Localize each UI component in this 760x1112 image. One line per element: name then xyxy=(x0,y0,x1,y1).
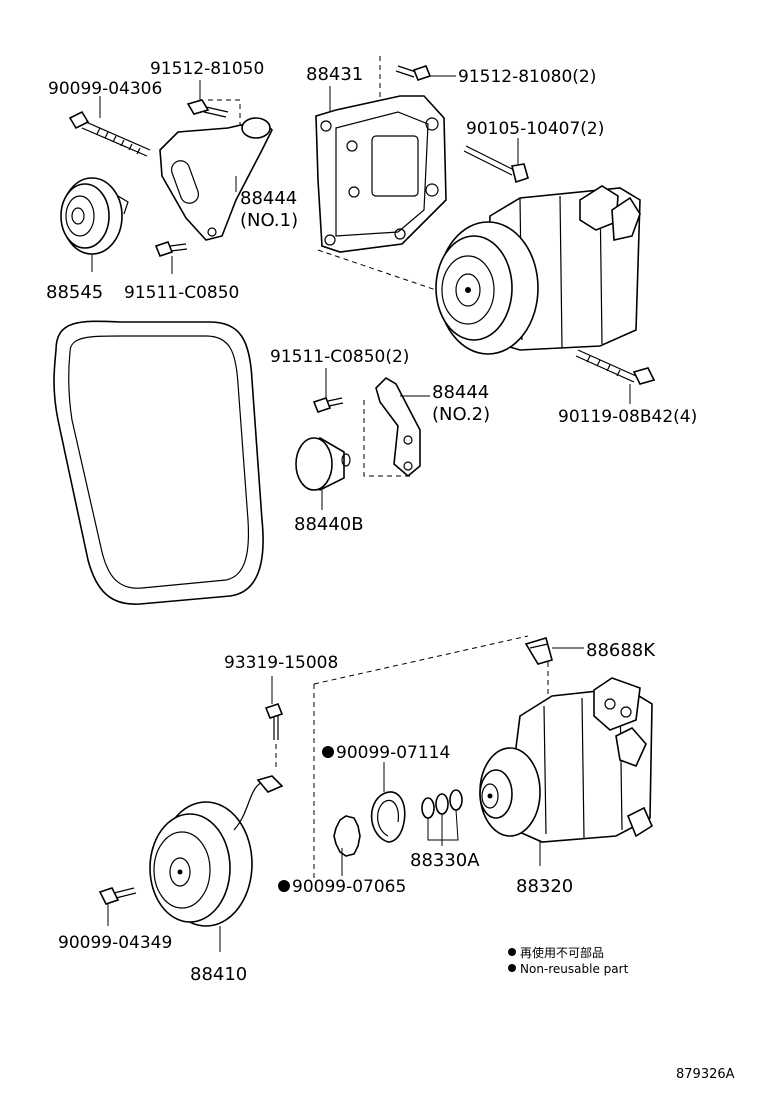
label-88444-no2-variant: (NO.2) xyxy=(432,404,490,425)
compressor-assembly-upper xyxy=(435,185,641,355)
bolt-91512-81080 xyxy=(395,65,432,81)
label-88688k: 88688K xyxy=(586,640,656,661)
bolt-91511-c0850 xyxy=(154,241,188,257)
non-reusable-mark-90099-07065 xyxy=(278,880,290,892)
bolt-90099-04349 xyxy=(98,887,137,905)
label-90105-10407: 90105-10407(2) xyxy=(466,119,604,139)
label-90119-08b42: 90119-08B42(4) xyxy=(558,407,697,427)
label-88320: 88320 xyxy=(516,876,573,897)
idler-pulley-88545 xyxy=(60,177,129,255)
stud-bolt-90119-08b42 xyxy=(575,349,656,385)
label-90099-07114: 90099-07114 xyxy=(336,743,450,763)
long-bolt-90099-04306 xyxy=(68,110,151,157)
legend-text-en: Non-reusable part xyxy=(520,962,629,976)
magnetic-clutch-88410 xyxy=(149,775,284,927)
compressor-88320 xyxy=(479,677,654,843)
label-91511-c0850-2: 91511-C0850(2) xyxy=(270,347,409,367)
screw-93319-15008 xyxy=(264,703,284,740)
label-93319-15008: 93319-15008 xyxy=(224,653,338,673)
label-90099-04306: 90099-04306 xyxy=(48,79,162,99)
legend-bullet-en xyxy=(508,964,516,972)
legend-bullet-jp xyxy=(508,948,516,956)
bolt-91512-81050 xyxy=(186,99,229,118)
label-88444-no2: 88444 xyxy=(432,382,489,403)
label-90099-04349: 90099-04349 xyxy=(58,933,172,953)
label-88545: 88545 xyxy=(46,282,103,303)
idler-pulley-88440b xyxy=(295,437,351,491)
label-88410: 88410 xyxy=(190,964,247,985)
label-91512-81050: 91512-81050 xyxy=(150,59,264,79)
bracket-88431 xyxy=(315,95,447,253)
diagram-reference-number: 879326A xyxy=(676,1067,735,1082)
label-88431: 88431 xyxy=(306,64,363,85)
non-reusable-mark-90099-07114 xyxy=(322,746,334,758)
bolt-91511-c0850-pair xyxy=(312,397,344,413)
label-88440b: 88440B xyxy=(294,514,364,535)
label-88444-no1: 88444 xyxy=(240,188,297,209)
bracket-88444-no1 xyxy=(159,117,273,241)
label-90099-07065: 90099-07065 xyxy=(292,877,406,897)
snap-ring-90099-07114 xyxy=(370,791,406,843)
bracket-88444-no2 xyxy=(375,376,421,478)
label-88330a: 88330A xyxy=(410,850,480,871)
drive-belt xyxy=(53,320,264,605)
bolt-90105-10407 xyxy=(463,145,529,184)
label-91511-c0850: 91511-C0850 xyxy=(124,283,239,303)
legend-text-jp: 再使用不可部品 xyxy=(520,945,604,960)
label-88444-no1-variant: (NO.1) xyxy=(240,210,298,231)
label-91512-81080: 91512-81080(2) xyxy=(458,67,596,87)
ring-90099-07065 xyxy=(333,815,361,857)
clip-88688k xyxy=(524,636,553,665)
shims-88330a xyxy=(421,789,463,819)
